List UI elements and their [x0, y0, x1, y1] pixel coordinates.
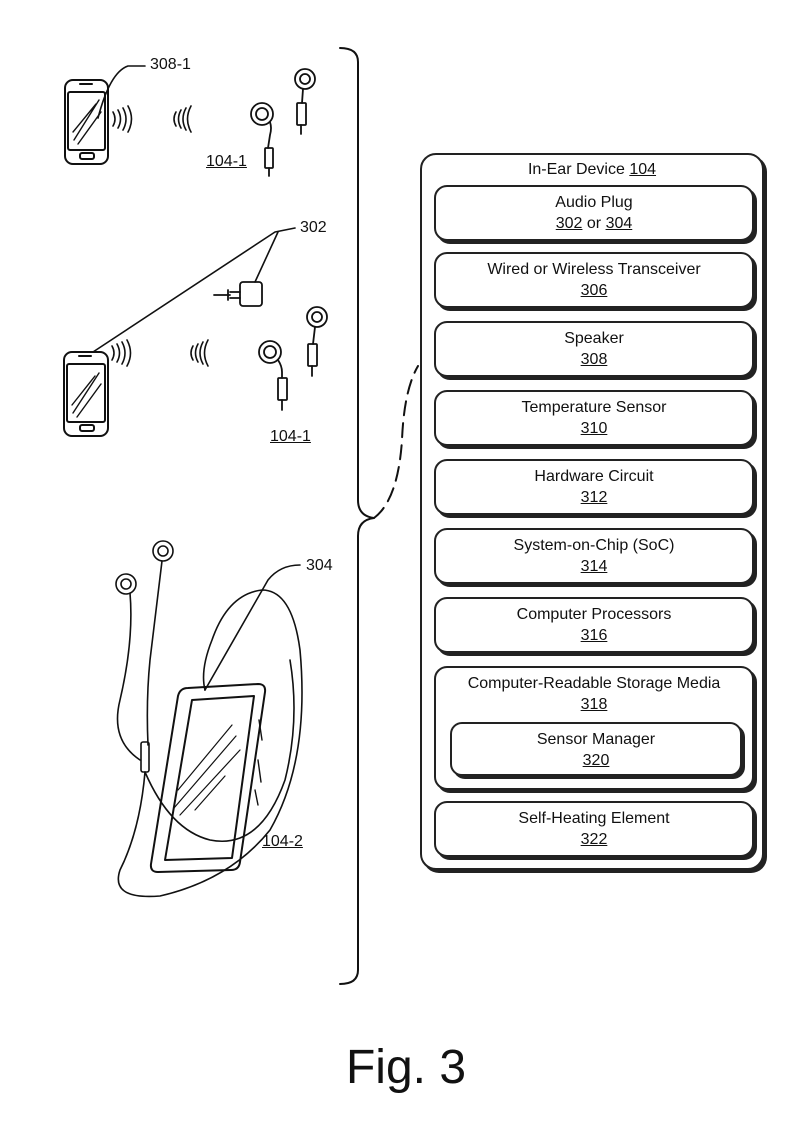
- storage-media-box: Computer-Readable Storage Media 318 Sens…: [434, 666, 754, 790]
- component-name: Self-Heating Element: [518, 810, 670, 827]
- component-name: Computer Processors: [516, 606, 672, 623]
- computer-processors-box: Computer Processors 316: [434, 597, 754, 653]
- sensor-manager-box: Sensor Manager 320: [450, 722, 742, 776]
- curly-brace: [339, 47, 375, 985]
- speaker-box: Speaker 308: [434, 321, 754, 377]
- soc-box: System-on-Chip (SoC) 314: [434, 528, 754, 584]
- wired-earphones-icon: [115, 540, 303, 898]
- earbuds-mid-ref-label: 104-1: [270, 428, 311, 445]
- in-ear-device-block: In-Ear Device 104 Audio Plug 302 or 304 …: [420, 153, 764, 870]
- transceiver-box: Wired or Wireless Transceiver 306: [434, 252, 754, 308]
- component-name: System-on-Chip (SoC): [513, 537, 675, 554]
- device-title-text: In-Ear Device: [527, 161, 625, 178]
- phone-ref-label: 308-1: [150, 56, 191, 73]
- audio-plug-box: Audio Plug 302 or 304: [434, 185, 754, 241]
- component-name: Sensor Manager: [536, 731, 656, 748]
- component-name: Hardware Circuit: [534, 468, 654, 485]
- component-ref: 302 or 304: [555, 215, 633, 232]
- temperature-sensor-box: Temperature Sensor 310: [434, 390, 754, 446]
- wireless-signal-icon: [111, 339, 209, 367]
- dashed-connector: [373, 365, 419, 519]
- earbuds-icon: [258, 306, 328, 411]
- device-title-ref: 104: [629, 161, 657, 178]
- tablet-plug-ref-label: 304: [306, 557, 333, 574]
- component-ref: 316: [580, 627, 608, 644]
- tablet-icon: [149, 683, 267, 873]
- component-ref: 306: [580, 282, 608, 299]
- tablet-ref-label: 104-2: [262, 833, 303, 850]
- component-ref: 310: [580, 420, 608, 437]
- phone-icon: [63, 351, 109, 437]
- component-name: Audio Plug: [555, 194, 633, 211]
- hardware-circuit-box: Hardware Circuit 312: [434, 459, 754, 515]
- component-ref: 318: [580, 696, 608, 713]
- component-ref: 308: [580, 351, 608, 368]
- phone-icon: [64, 79, 109, 165]
- self-heating-element-box: Self-Heating Element 322: [434, 801, 754, 857]
- component-ref: 312: [580, 489, 608, 506]
- component-name: Computer-Readable Storage Media: [467, 675, 721, 692]
- audio-plug-adapter-icon: [213, 281, 263, 307]
- component-name: Temperature Sensor: [521, 399, 667, 416]
- plug-ref-label: 302: [300, 219, 327, 236]
- figure-label: Fig. 3: [345, 1041, 467, 1094]
- component-ref: 314: [580, 558, 608, 575]
- earbuds-icon: [250, 68, 316, 177]
- wireless-signal-icon: [112, 105, 192, 133]
- in-ear-device-title: In-Ear Device 104: [422, 161, 762, 179]
- component-name: Speaker: [564, 330, 624, 347]
- component-ref: 322: [580, 831, 608, 848]
- component-name: Wired or Wireless Transceiver: [487, 261, 701, 278]
- earbuds-top-ref-label: 104-1: [206, 153, 247, 170]
- component-ref: 320: [582, 752, 610, 769]
